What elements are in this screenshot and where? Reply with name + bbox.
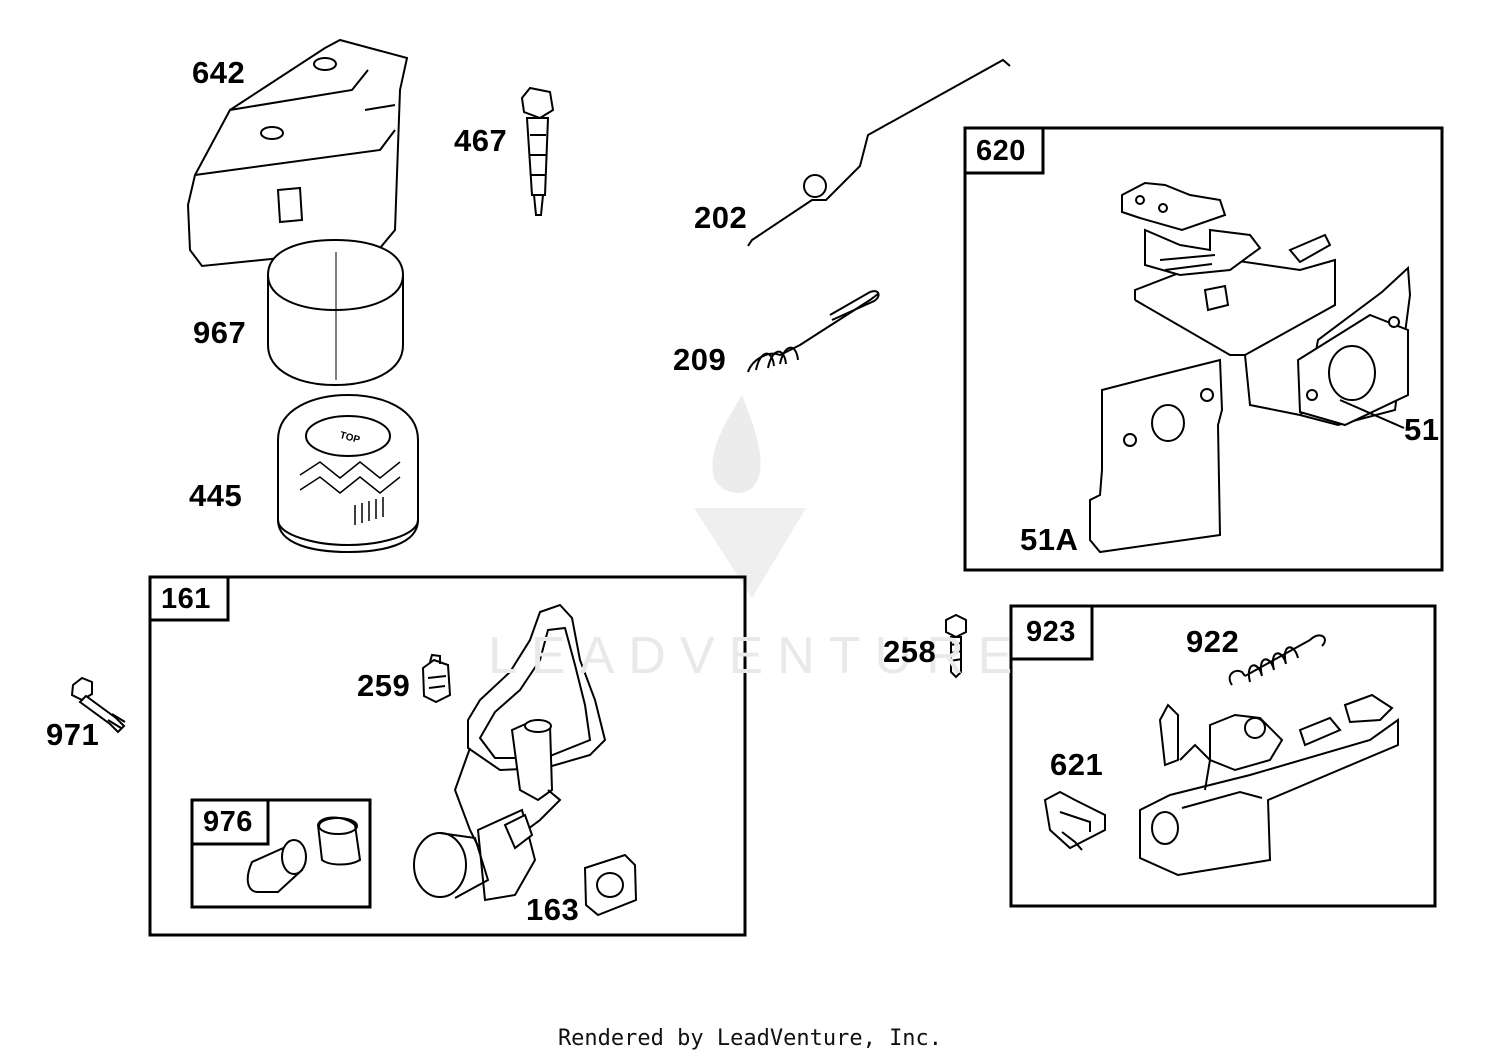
part-163-gasket — [583, 853, 638, 917]
box-label-620: 620 — [976, 135, 1026, 167]
label-445: 445 — [189, 478, 243, 513]
box-976-tag — [190, 798, 270, 846]
label-467: 467 — [454, 123, 508, 158]
box-620-tag — [963, 126, 1045, 175]
box-161-frame — [148, 575, 747, 937]
label-922: 922 — [1186, 624, 1240, 659]
part-258-screw — [945, 613, 967, 679]
label-51: 51 — [1404, 412, 1440, 447]
part-976-primer-bulb — [246, 816, 362, 893]
watermark-text: LEADVENTURE — [488, 627, 1027, 685]
label-163: 163 — [526, 892, 580, 927]
label-642: 642 — [192, 55, 246, 90]
part-967-pre-cleaner — [267, 238, 404, 387]
part-202-governor-link — [747, 58, 1011, 247]
part-642-air-cleaner-cover — [186, 38, 409, 268]
box-label-976: 976 — [203, 806, 253, 838]
label-621: 621 — [1050, 747, 1104, 782]
box-976-frame — [190, 798, 372, 909]
filter-top-marking: TOP — [338, 430, 361, 446]
part-51-gasket — [1296, 313, 1409, 429]
part-923-control-bracket — [1139, 693, 1399, 877]
part-445-air-filter — [277, 393, 419, 554]
label-202: 202 — [694, 200, 748, 235]
label-971: 971 — [46, 717, 100, 752]
label-258: 258 — [883, 634, 937, 669]
box-923-tag — [1009, 604, 1094, 661]
box-label-923: 923 — [1026, 616, 1076, 648]
box-620-frame — [963, 126, 1444, 572]
part-209-governor-spring — [747, 290, 880, 373]
leadventure-watermark-logo — [694, 395, 806, 598]
box-161-tag — [148, 575, 230, 622]
box-923-frame — [1009, 604, 1437, 908]
label-967: 967 — [193, 315, 247, 350]
footer-credit: Rendered by LeadVenture, Inc. — [557, 1026, 943, 1051]
part-259-clip — [421, 653, 452, 704]
part-621-bracket — [1043, 790, 1106, 851]
label-259: 259 — [357, 668, 411, 703]
part-51A-gasket — [1089, 358, 1224, 554]
label-51A: 51A — [1020, 522, 1079, 557]
part-922-spring — [1228, 634, 1326, 686]
box-label-161: 161 — [161, 583, 211, 615]
label-209: 209 — [673, 342, 727, 377]
part-467-dipstick — [520, 86, 555, 216]
part-161-air-cleaner-base — [413, 603, 607, 902]
part-971-bolt — [70, 676, 126, 734]
